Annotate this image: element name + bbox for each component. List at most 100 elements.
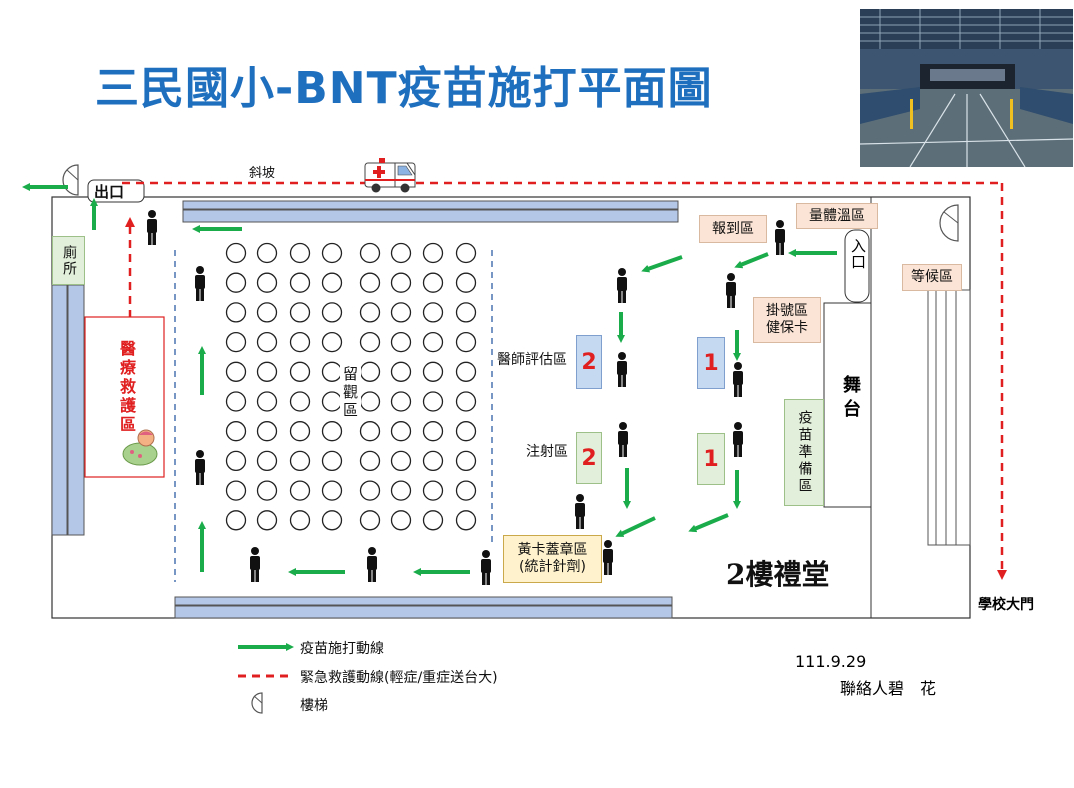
eval-station-1: 1 [697,337,725,389]
vaccine-prep-box: 疫苗準備區 [784,399,824,506]
chair-circle-icon [455,421,477,442]
school-gate-label: 學校大門 [978,597,1034,613]
chair-circle-icon [225,302,247,323]
chair-circle-icon [225,331,247,353]
legend-green-label: 疫苗施打動線 [300,641,384,657]
person-icon [733,422,743,457]
chair-circle-icon [321,480,343,501]
chair-circle-icon [359,421,381,442]
chair-circle-icon [390,421,412,442]
chair-circle-icon [321,450,343,472]
entrance-box [844,229,870,303]
chair-circle-icon [359,391,381,412]
chair-circle-icon [321,272,343,293]
chair-circle-icon [359,272,381,293]
chair-circle-icon [225,361,247,382]
chair-circle-icon [455,391,477,412]
contact-label: 聯絡人碧 花 [840,679,937,698]
chair-circle-icon [359,242,381,264]
chair-circle-icon [321,510,343,531]
chair-circle-icon [422,302,444,323]
chair-circle-icon [455,331,477,353]
chair-circle-icon [289,302,311,323]
waiting-bleachers [927,289,971,546]
chair-circle-icon [390,510,412,531]
hall-label: 2樓禮堂 [726,558,830,591]
chair-circle-icon [390,272,412,293]
chair-circle-icon [289,242,311,264]
chair-circle-icon [359,361,381,382]
page-title: 三民國小-BNT疫苗施打平面圖 [95,63,713,114]
person-icon [617,268,627,303]
registration-box: 掛號區 健保卡 [753,297,821,343]
chair-circle-icon [359,450,381,472]
doctor-eval-label: 醫師評估區 [497,352,567,368]
nurse-icon [122,429,158,466]
chair-circle-icon [256,361,278,382]
chair-circle-icon [256,272,278,293]
legend-stairs-icon [251,692,263,714]
ambulance-icon [364,158,416,193]
chair-circle-icon [455,361,477,382]
chair-circle-icon [289,272,311,293]
chair-circle-icon [321,302,343,323]
person-icon [575,494,585,529]
medical-label: 醫療救護區 [117,340,136,435]
chair-circle-icon [321,331,343,353]
chair-circle-icon [455,242,477,264]
waiting-box: 等候區 [902,264,962,291]
bench-top-2 [182,209,679,223]
injection-label: 注射區 [526,444,568,460]
bench-bottom-2 [174,605,673,619]
chair-circle-icon [225,242,247,264]
date-label: 111.9.29 [795,652,867,671]
exit-label: 出口 [94,183,125,201]
entrance-label: 入口 [849,238,867,270]
toilet-box: 廁所 [52,236,85,285]
chair-circle-icon [289,480,311,501]
eval-station-2: 2 [576,335,602,389]
bench-top-1 [182,200,679,210]
chair-circle-icon [256,480,278,501]
chair-circle-icon [390,391,412,412]
person-icon [617,352,627,387]
chair-circle-icon [422,421,444,442]
chair-circle-icon [289,391,311,412]
chair-circle-icon [256,421,278,442]
chair-circle-icon [321,242,343,264]
chair-circle-icon [225,391,247,412]
chair-circle-icon [289,510,311,531]
chair-circle-icon [422,480,444,501]
exit-box [87,179,145,203]
chair-circle-icon [455,302,477,323]
yellow-card-sub-label: (統計針劑) [519,559,586,575]
inject-station-1: 1 [697,433,725,485]
person-icon [147,210,157,245]
chair-circle-icon [455,510,477,531]
yellow-card-box: 黃卡蓋章區 (統計針劑) [503,535,602,583]
stairs-icon [62,164,79,196]
chair-circle-icon [321,391,343,412]
stage-box [823,302,872,508]
ramp-label: 斜坡 [249,166,276,181]
chair-circle-icon [422,272,444,293]
inject-station-2: 2 [576,432,602,484]
chair-circle-icon [422,242,444,264]
person-icon [481,550,491,585]
person-icon [733,362,743,397]
chair-circle-icon [256,302,278,323]
person-icon [367,547,377,582]
chair-circle-icon [455,480,477,501]
chair-circle-icon [256,391,278,412]
stairs-icon-right [939,204,959,242]
chair-circle-icon [455,450,477,472]
chair-circle-icon [422,510,444,531]
person-icon [250,547,260,582]
chair-circle-icon [289,450,311,472]
chair-circle-icon [359,480,381,501]
chair-circle-icon [321,361,343,382]
people-icons [147,210,785,585]
chair-circle-icon [422,450,444,472]
bench-left-2 [67,284,85,536]
legend-red-label: 緊急救護動線(輕症/重症送台大) [300,670,498,686]
